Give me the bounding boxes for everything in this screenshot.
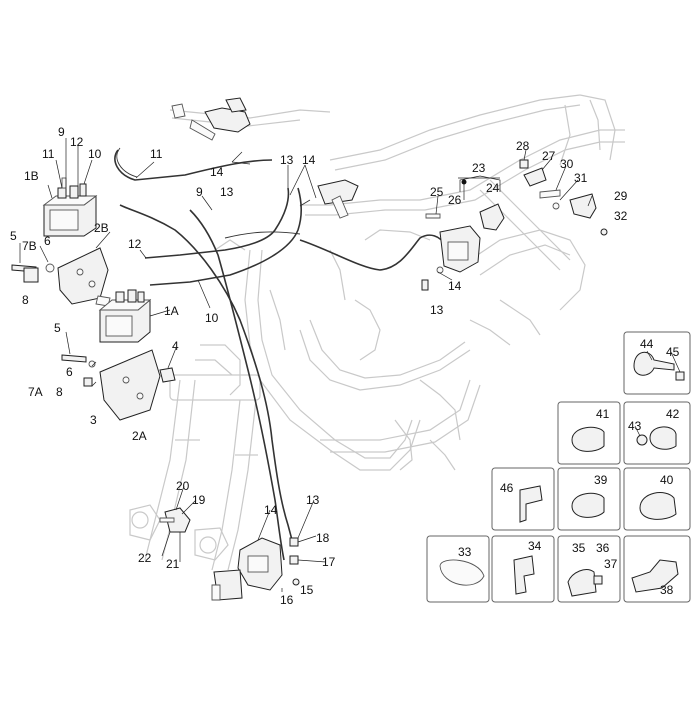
callout-13: 13 <box>220 185 234 199</box>
callout-13: 13 <box>306 493 320 507</box>
abs-module-1a <box>98 289 152 343</box>
callout-40: 40 <box>660 473 674 487</box>
callout-13: 13 <box>280 153 294 167</box>
callout-5: 5 <box>54 321 61 335</box>
callout-6: 6 <box>44 234 51 248</box>
leader-lines <box>19 138 681 592</box>
callout-labels: 1B 9 11 12 10 2B 5 7B 6 8 11 14 13 13 14… <box>10 125 680 607</box>
callout-16: 16 <box>280 593 294 607</box>
callout-7B: 7B <box>22 239 37 253</box>
rear-right-hardware <box>519 159 608 236</box>
callout-13: 13 <box>430 303 444 317</box>
callout-43: 43 <box>628 419 642 433</box>
callout-14: 14 <box>210 165 224 179</box>
callout-12: 12 <box>70 135 84 149</box>
callout-10: 10 <box>88 147 102 161</box>
callout-4: 4 <box>172 339 179 353</box>
group-bracket-23 <box>458 177 500 185</box>
callout-24: 24 <box>486 181 500 195</box>
callout-23: 23 <box>472 161 486 175</box>
bracket-2b <box>57 247 111 307</box>
callout-7A: 7A <box>28 385 43 399</box>
callout-38: 38 <box>660 583 674 597</box>
callout-30: 30 <box>560 157 574 171</box>
callout-19: 19 <box>192 493 206 507</box>
callout-36: 36 <box>596 541 610 555</box>
callout-17: 17 <box>322 555 336 569</box>
scooter-frame <box>169 94 625 471</box>
brake-hoses <box>114 147 446 561</box>
clamp-boxes <box>426 331 691 603</box>
callout-46: 46 <box>500 481 514 495</box>
callout-1A: 1A <box>164 304 179 318</box>
callout-8: 8 <box>56 385 63 399</box>
callout-9: 9 <box>58 125 65 139</box>
callout-14: 14 <box>448 279 462 293</box>
callout-37: 37 <box>604 557 618 571</box>
callout-14: 14 <box>302 153 316 167</box>
callout-20: 20 <box>176 479 190 493</box>
callout-6: 6 <box>66 365 73 379</box>
bolts-upper-left <box>11 263 55 283</box>
callout-12: 12 <box>128 237 142 251</box>
callout-41: 41 <box>596 407 610 421</box>
front-caliper <box>211 537 300 601</box>
callout-2B: 2B <box>94 221 109 235</box>
callout-25: 25 <box>430 185 444 199</box>
callout-15: 15 <box>300 583 314 597</box>
rear-caliper <box>421 203 505 291</box>
front-left-bracket <box>159 507 191 533</box>
callout-39: 39 <box>594 473 608 487</box>
callout-3: 3 <box>90 413 97 427</box>
callout-21: 21 <box>166 557 180 571</box>
bracket-2a <box>99 349 176 421</box>
callout-11: 11 <box>150 147 163 161</box>
callout-14: 14 <box>264 503 278 517</box>
callout-44: 44 <box>640 337 654 351</box>
callout-9: 9 <box>196 185 203 199</box>
handlebar-assembly <box>171 97 359 219</box>
callout-32: 32 <box>614 209 628 223</box>
callout-45: 45 <box>666 345 680 359</box>
callout-29: 29 <box>614 189 628 203</box>
callout-11: 11 <box>42 147 55 161</box>
callout-31: 31 <box>574 171 588 185</box>
callout-18: 18 <box>316 531 330 545</box>
callout-35: 35 <box>572 541 586 555</box>
callout-26: 26 <box>448 193 462 207</box>
callout-34: 34 <box>528 539 542 553</box>
callout-27: 27 <box>542 149 556 163</box>
callout-22: 22 <box>138 551 152 565</box>
callout-8: 8 <box>22 293 29 307</box>
callout-28: 28 <box>516 139 530 153</box>
callout-1B: 1B <box>24 169 39 183</box>
callout-33: 33 <box>458 545 472 559</box>
callout-5: 5 <box>10 229 17 243</box>
bolts-mid-left <box>61 354 96 387</box>
callout-10: 10 <box>205 311 219 325</box>
abs-module-1b <box>42 177 98 237</box>
callout-2A: 2A <box>132 429 147 443</box>
callout-42: 42 <box>666 407 680 421</box>
